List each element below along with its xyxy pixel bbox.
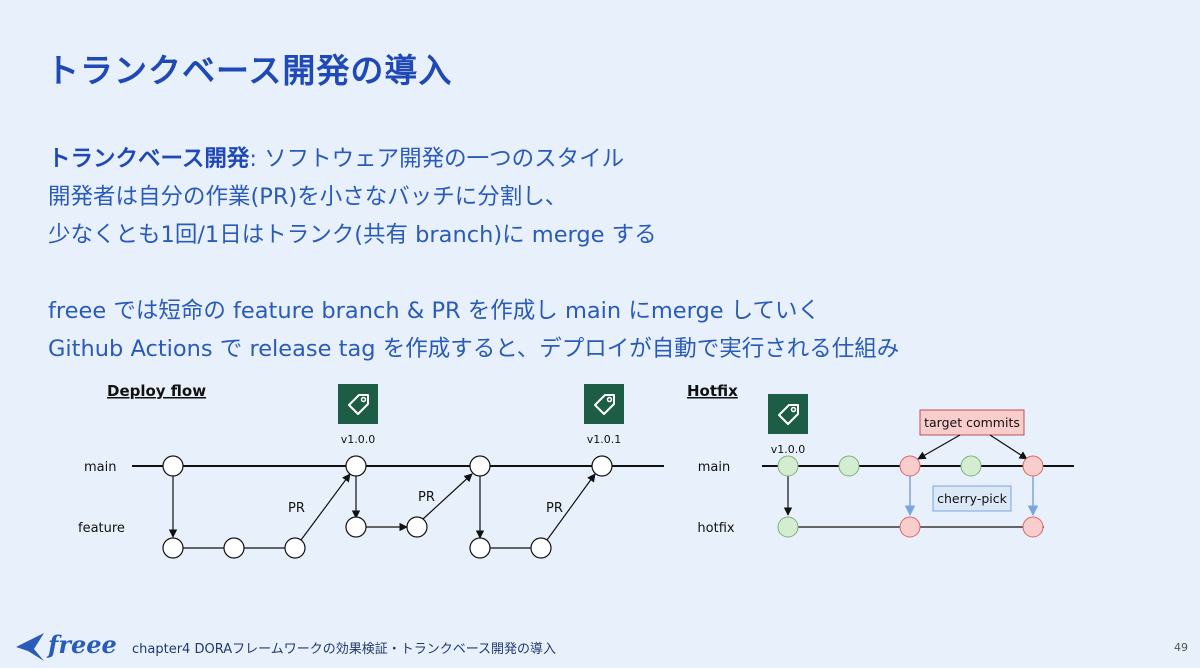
pointer-arrow (917, 434, 961, 460)
commit-node-red (899, 455, 921, 477)
target-commits-box (919, 409, 1025, 436)
bird-icon (16, 633, 44, 661)
commit-node (345, 516, 367, 538)
page-number: 49 (1174, 641, 1188, 654)
cherry-pick-label: cherry-pick (937, 491, 1008, 506)
freee-line-2: Github Actions で release tag を作成すると、デプロイ… (48, 336, 900, 362)
hotfix-title: Hotfix (687, 382, 738, 400)
tag-label-v101: v1.0.1 (587, 433, 622, 446)
cherry-pick-box (932, 485, 1012, 512)
commit-node (469, 537, 491, 559)
branch-label-hotfix: hotfix (697, 521, 734, 536)
target-commits-label: target commits (924, 415, 1020, 430)
branch-label-main: main (84, 460, 116, 475)
footer-chapter-text: chapter4 DORAフレームワークの効果検証・トランクベース開発の導入 (132, 642, 557, 657)
commit-node-red (1022, 516, 1044, 538)
freee-logo: freee (16, 630, 117, 661)
branch-label-main: main (698, 460, 730, 475)
tag-label-v100: v1.0.0 (341, 433, 376, 446)
pr-label: PR (288, 501, 305, 516)
commit-node-green (960, 455, 982, 477)
tag-label-v100: v1.0.0 (771, 443, 806, 456)
commit-node (406, 516, 428, 538)
intro-line-1: トランクベース開発: ソフトウェア開発の一つのスタイル (48, 140, 899, 178)
commit-node (345, 455, 367, 477)
pointer-arrow (989, 434, 1028, 460)
intro-line-3: 少なくとも1回/1日はトランク(共有 branch)に merge する (48, 222, 657, 248)
commit-node-green (777, 516, 799, 538)
commit-node (162, 537, 184, 559)
commit-node (162, 455, 184, 477)
commit-node-green (838, 455, 860, 477)
logo-wordmark: freee (46, 630, 117, 659)
commit-node (591, 455, 613, 477)
spacer (48, 254, 899, 292)
git-flow-diagram: Deploy flow v1.0.0 v1.0.1 main feature P… (78, 382, 1074, 559)
merge-arrow (546, 473, 596, 541)
merge-arrow (300, 473, 351, 541)
commit-node (530, 537, 552, 559)
term-definition: : ソフトウェア開発の一つのスタイル (249, 146, 625, 172)
commit-node (223, 537, 245, 559)
pr-label: PR (418, 490, 435, 505)
term-trunk-based: トランクベース開発 (48, 146, 250, 172)
intro-line-2: 開発者は自分の作業(PR)を小さなバッチに分割し、 (48, 184, 568, 210)
slide-title: トランクベース開発の導入 (46, 51, 453, 90)
tag-icon (337, 383, 379, 425)
commit-node-red (1022, 455, 1044, 477)
tag-icon (583, 383, 625, 425)
pr-label: PR (546, 501, 563, 516)
branch-label-feature: feature (78, 521, 125, 536)
body-text: トランクベース開発: ソフトウェア開発の一つのスタイル 開発者は自分の作業(PR… (48, 140, 899, 368)
freee-line-1: freee では短命の feature branch & PR を作成し mai… (48, 298, 821, 324)
commit-node (284, 537, 306, 559)
commit-node-red (899, 516, 921, 538)
commit-node (469, 455, 491, 477)
deploy-flow-title: Deploy flow (107, 382, 206, 400)
merge-arrow (422, 473, 473, 520)
tag-icon (767, 393, 809, 435)
commit-node-green (777, 455, 799, 477)
